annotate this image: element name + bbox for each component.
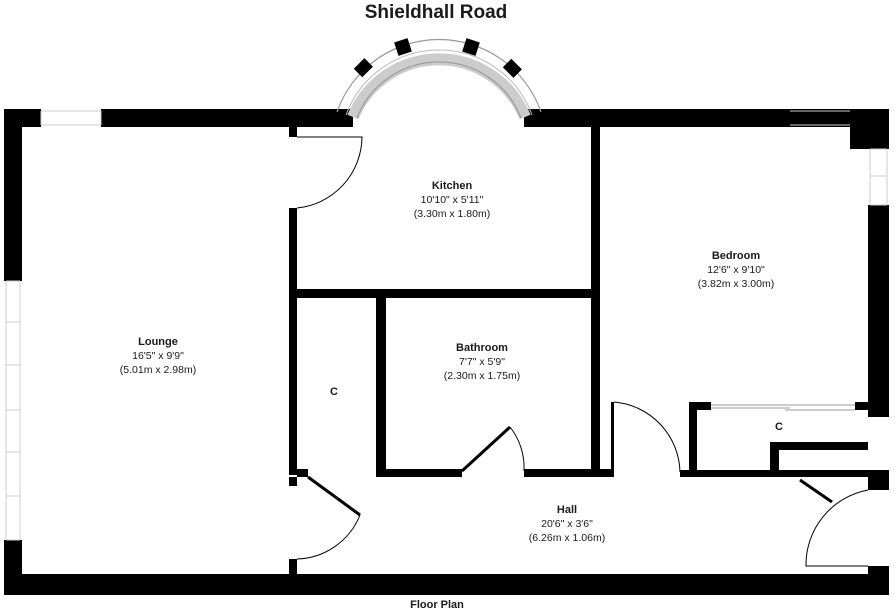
doors — [296, 136, 869, 567]
lounge-metric: (5.01m x 2.98m) — [120, 364, 196, 376]
bathroom-metric: (2.30m x 1.75m) — [444, 370, 520, 382]
bay-window-mullions — [353, 38, 522, 78]
hall-door — [613, 401, 681, 473]
plan-footer: Floor Plan — [410, 599, 464, 611]
cupboard-left-label: C — [330, 386, 338, 398]
room-label-bedroom: Bedroom 12'6" x 9'10" (3.82m x 3.00m) — [698, 250, 774, 290]
kitchen-imperial: 10'10" x 5'11" — [421, 194, 484, 206]
interior-walls — [289, 127, 868, 574]
bathroom-imperial: 7'7" x 5'9" — [459, 356, 505, 368]
window-top-left — [40, 110, 102, 126]
window-right — [869, 148, 888, 206]
cupboard-door — [296, 475, 361, 560]
cupboard-right-label: C — [775, 421, 783, 433]
wardrobe-sliding-doors — [711, 404, 855, 411]
kitchen-metric: (3.30m x 1.80m) — [414, 208, 490, 220]
entrance-door — [799, 478, 869, 567]
bedroom-name: Bedroom — [712, 250, 761, 262]
kitchen-name: Kitchen — [432, 180, 473, 192]
lounge-name: Lounge — [138, 336, 178, 348]
bay-window — [336, 38, 542, 120]
windows — [5, 110, 888, 541]
outer-walls — [4, 109, 889, 595]
lounge-imperial: 16'5" x 9'9" — [132, 350, 184, 362]
bedroom-metric: (3.82m x 3.00m) — [698, 278, 774, 290]
room-label-lounge: Lounge 16'5" x 9'9" (5.01m x 2.98m) — [120, 336, 196, 376]
room-label-hall: Hall 20'6" x 3'6" (6.26m x 1.06m) — [529, 504, 605, 544]
hall-name: Hall — [557, 504, 577, 516]
window-left — [5, 280, 21, 541]
window-top-right — [790, 110, 850, 126]
bathroom-door — [460, 425, 525, 473]
bedroom-imperial: 12'6" x 9'10" — [707, 264, 765, 276]
bathroom-name: Bathroom — [456, 342, 508, 354]
plan-title: Shieldhall Road — [365, 2, 508, 23]
hall-imperial: 20'6" x 3'6" — [541, 518, 593, 530]
kitchen-door — [296, 136, 363, 209]
hall-metric: (6.26m x 1.06m) — [529, 532, 605, 544]
room-label-kitchen: Kitchen 10'10" x 5'11" (3.30m x 1.80m) — [414, 180, 490, 220]
room-label-bathroom: Bathroom 7'7" x 5'9" (2.30m x 1.75m) — [444, 342, 520, 382]
